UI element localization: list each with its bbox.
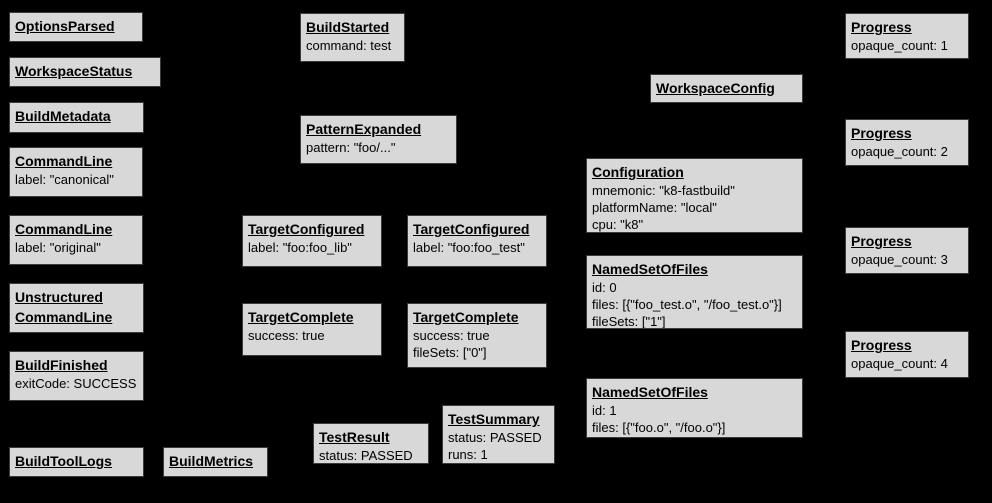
node-line: pattern: "foo/..." (306, 140, 396, 155)
node-title: BuildMetrics (169, 453, 254, 469)
node-progress-4: Progress opaque_count: 4 (845, 331, 969, 378)
node-named-set-of-files-1: NamedSetOfFiles id: 1 files: [{"foo.o", … (586, 378, 803, 438)
node-title: PatternExpanded (306, 121, 422, 137)
node-title: Configuration (592, 164, 684, 180)
node-target-complete-foo-lib: TargetComplete success: true (242, 303, 382, 356)
node-title: BuildStarted (306, 19, 390, 35)
node-workspace-config: WorkspaceConfig (650, 74, 803, 103)
node-title: Progress (851, 19, 912, 35)
node-line: cpu: "k8" (592, 217, 644, 232)
node-title: WorkspaceStatus (15, 63, 133, 79)
node-pattern-expanded: PatternExpanded pattern: "foo/..." (300, 115, 457, 164)
node-line: command: test (306, 38, 392, 53)
node-title: Progress (851, 125, 912, 141)
node-title: TargetConfigured (248, 221, 365, 237)
node-line: label: "foo:foo_test" (413, 240, 525, 255)
node-build-tool-logs: BuildToolLogs (9, 447, 144, 477)
node-build-metadata: BuildMetadata (9, 102, 144, 133)
node-test-result: TestResult status: PASSED (313, 423, 429, 464)
node-progress-1: Progress opaque_count: 1 (845, 13, 969, 59)
node-title: BuildMetadata (15, 108, 111, 124)
node-line: id: 0 (592, 280, 617, 295)
node-options-parsed: OptionsParsed (9, 12, 143, 42)
node-progress-2: Progress opaque_count: 2 (845, 119, 969, 166)
node-line: status: PASSED (319, 448, 413, 463)
node-line: fileSets: ["1"] (592, 314, 666, 329)
node-title: CommandLine (15, 153, 113, 169)
node-title: Unstructured CommandLine (15, 289, 113, 325)
node-progress-3: Progress opaque_count: 3 (845, 227, 969, 274)
node-line: fileSets: ["0"] (413, 345, 487, 360)
node-title: NamedSetOfFiles (592, 261, 708, 277)
node-title: TestSummary (448, 411, 540, 427)
node-title: TargetConfigured (413, 221, 530, 237)
node-line: success: true (413, 328, 490, 343)
node-build-finished: BuildFinished exitCode: SUCCESS (9, 351, 144, 401)
node-line: exitCode: SUCCESS (15, 376, 137, 391)
node-title: TargetComplete (248, 309, 354, 325)
node-title: BuildToolLogs (15, 453, 112, 469)
node-line: opaque_count: 4 (851, 356, 948, 371)
node-line: success: true (248, 328, 325, 343)
node-line: status: PASSED (448, 430, 542, 445)
node-title: Progress (851, 233, 912, 249)
node-build-started: BuildStarted command: test (300, 13, 405, 62)
node-line: id: 1 (592, 403, 617, 418)
node-command-line-original: CommandLine label: "original" (9, 215, 143, 265)
node-line: label: "original" (15, 240, 101, 255)
node-line: label: "canonical" (15, 172, 114, 187)
node-configuration: Configuration mnemonic: "k8-fastbuild" p… (586, 158, 803, 233)
node-target-configured-foo-lib: TargetConfigured label: "foo:foo_lib" (242, 215, 382, 267)
node-target-complete-foo-test: TargetComplete success: true fileSets: [… (407, 303, 547, 368)
node-line: opaque_count: 1 (851, 38, 948, 53)
node-title: TestResult (319, 429, 390, 445)
node-line: files: [{"foo.o", "/foo.o"}] (592, 420, 726, 435)
node-target-configured-foo-test: TargetConfigured label: "foo:foo_test" (407, 215, 547, 267)
node-test-summary: TestSummary status: PASSED runs: 1 (442, 405, 555, 464)
node-named-set-of-files-0: NamedSetOfFiles id: 0 files: [{"foo_test… (586, 255, 803, 329)
node-title: Progress (851, 337, 912, 353)
node-line: label: "foo:foo_lib" (248, 240, 352, 255)
node-title: WorkspaceConfig (656, 80, 775, 96)
node-title: BuildFinished (15, 357, 108, 373)
node-command-line-canonical: CommandLine label: "canonical" (9, 147, 143, 197)
node-line: opaque_count: 3 (851, 252, 948, 267)
node-line: files: [{"foo_test.o", "/foo_test.o"}] (592, 297, 782, 312)
node-build-metrics: BuildMetrics (163, 447, 268, 477)
node-title: NamedSetOfFiles (592, 384, 708, 400)
node-line: platformName: "local" (592, 200, 717, 215)
node-line: runs: 1 (448, 447, 488, 462)
node-title: TargetComplete (413, 309, 519, 325)
node-title: OptionsParsed (15, 18, 115, 34)
node-line: opaque_count: 2 (851, 144, 948, 159)
node-unstructured-command-line: Unstructured CommandLine (9, 283, 144, 333)
node-line: mnemonic: "k8-fastbuild" (592, 183, 735, 198)
node-workspace-status: WorkspaceStatus (9, 57, 161, 87)
node-title: CommandLine (15, 221, 113, 237)
